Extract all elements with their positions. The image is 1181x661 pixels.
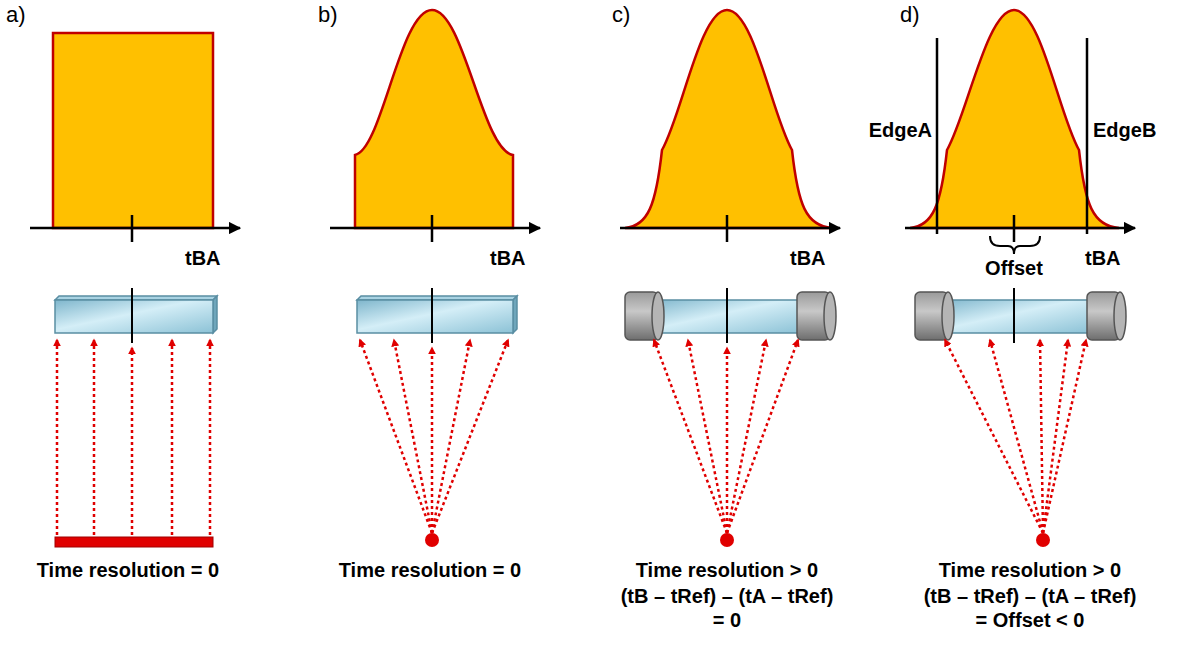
offset-label: Offset xyxy=(985,256,1043,280)
panel-letter: b) xyxy=(318,2,338,28)
photon-ray xyxy=(57,340,1086,535)
point-source xyxy=(720,533,734,547)
axis xyxy=(30,38,1135,254)
axis-label: tBA xyxy=(790,246,826,270)
edge-label: EdgeA xyxy=(869,118,932,142)
result-text: Time resolution = 0 xyxy=(339,558,521,582)
line-source xyxy=(55,537,213,547)
axis-label: tBA xyxy=(1085,246,1121,270)
point-source xyxy=(425,533,439,547)
panel-letter: c) xyxy=(612,2,630,28)
point-source xyxy=(1036,533,1050,547)
result-text: Time resolution = 0 xyxy=(37,558,219,582)
center-mark xyxy=(132,288,1014,343)
formula-text: (tB – tRef) – (tA – tRef) = Offset < 0 xyxy=(917,584,1143,632)
panel-letter: a) xyxy=(6,2,26,28)
axis-label: tBA xyxy=(490,246,526,270)
result-text: Time resolution > 0 xyxy=(636,558,818,582)
axis-label: tBA xyxy=(185,246,221,270)
edge-label: EdgeB xyxy=(1093,118,1156,142)
result-text: Time resolution > 0 xyxy=(939,558,1121,582)
formula-text: (tB – tRef) – (tA – tRef) = 0 xyxy=(614,584,840,632)
photodetector xyxy=(625,292,1126,340)
distribution xyxy=(53,10,1119,228)
panel-letter: d) xyxy=(900,2,920,28)
